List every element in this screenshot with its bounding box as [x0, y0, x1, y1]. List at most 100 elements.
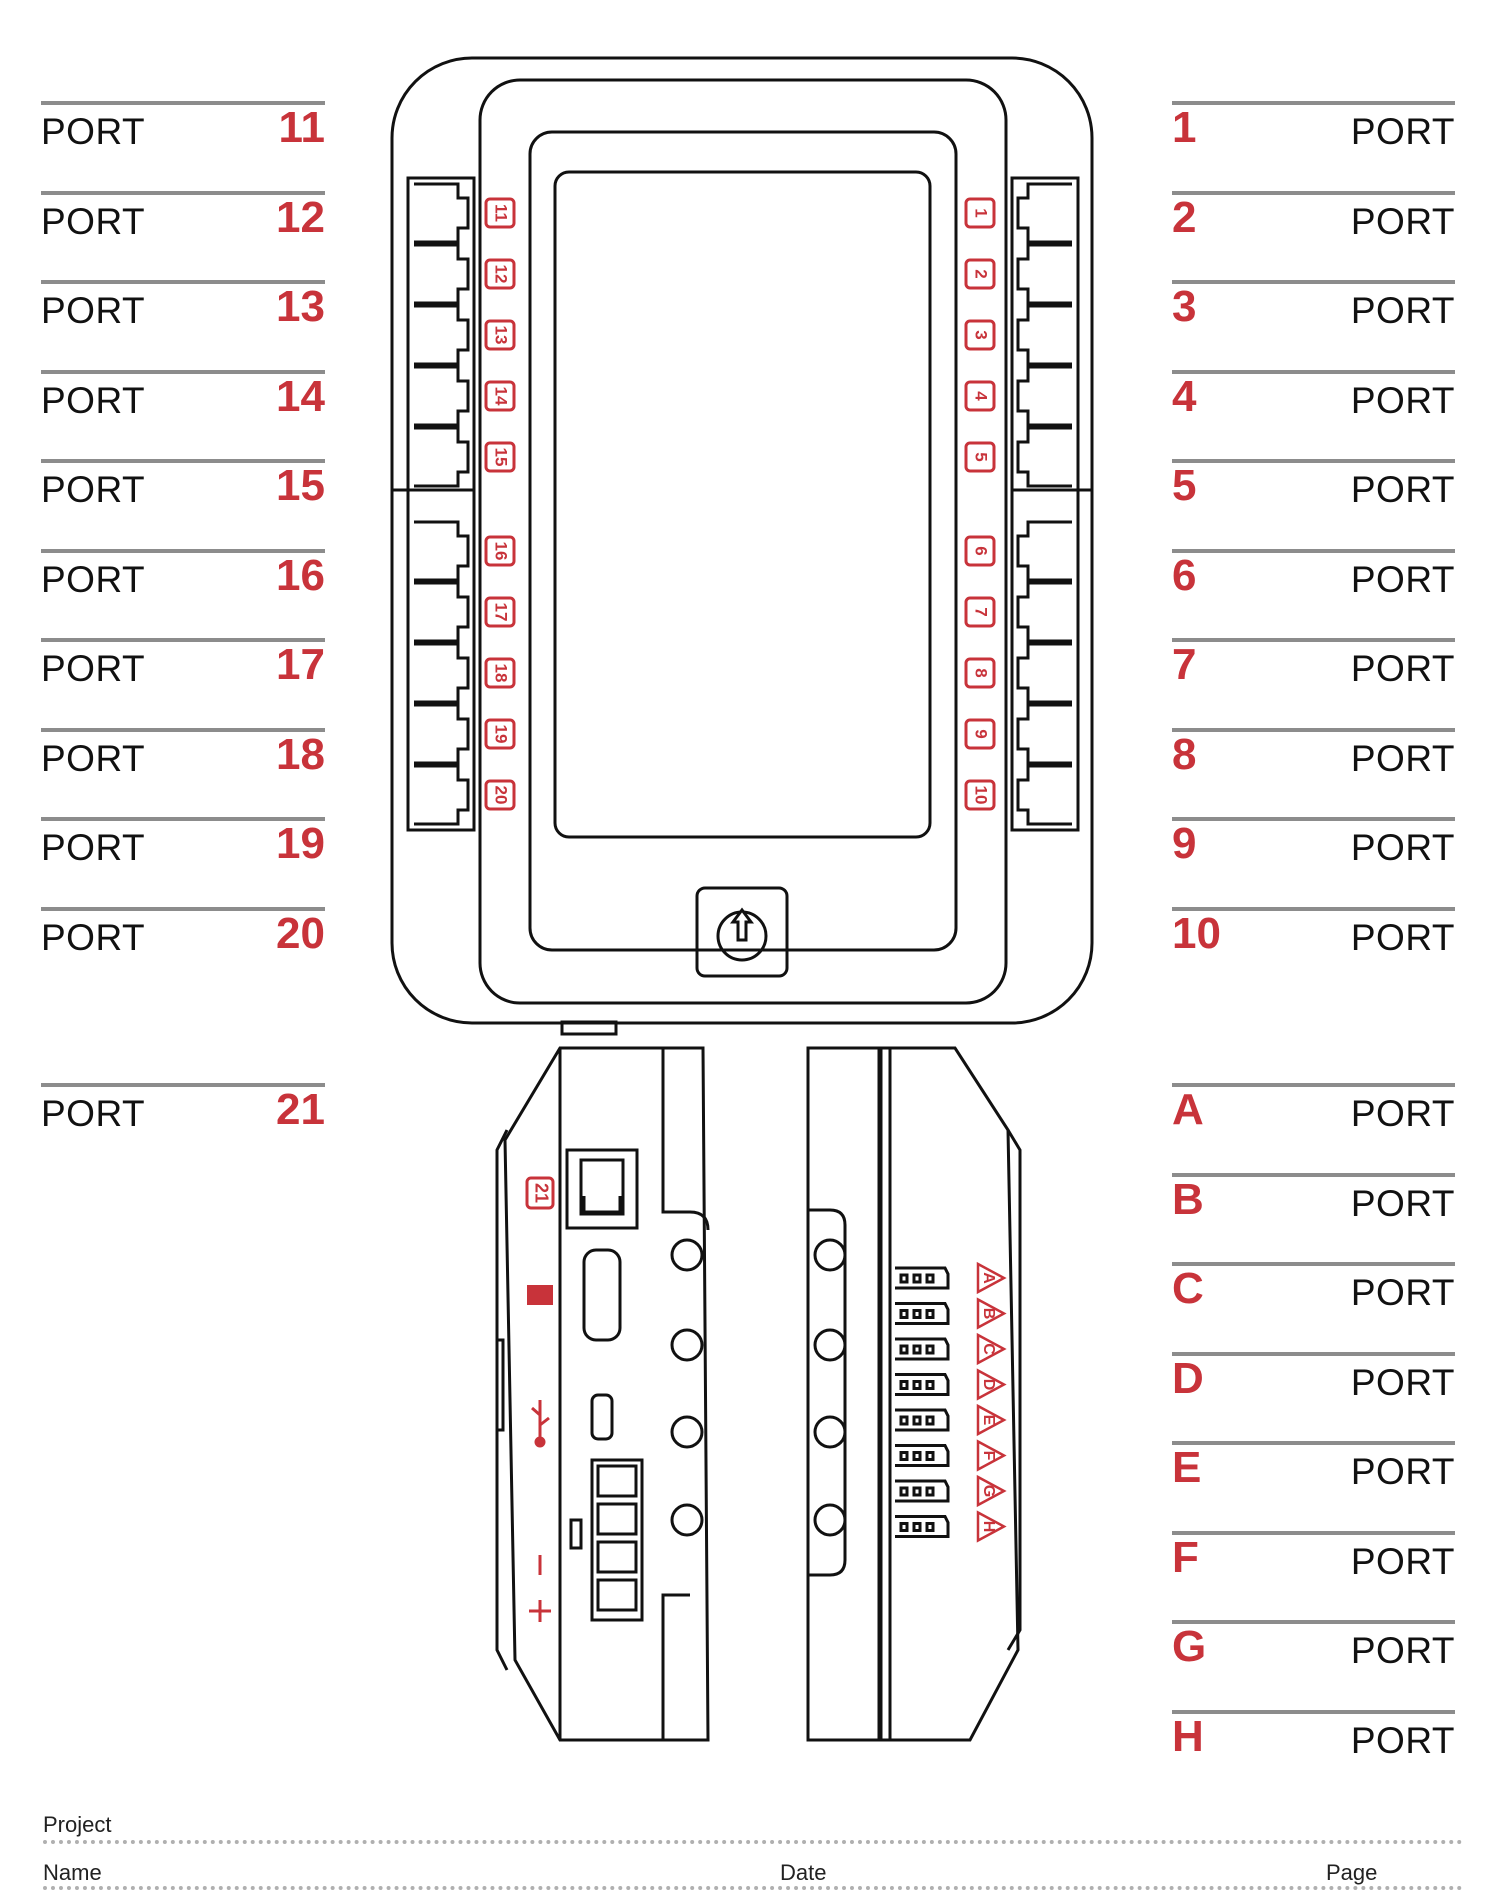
port-badge-label: 17	[492, 603, 511, 622]
port-row-C[interactable]: PORT C	[1172, 1262, 1455, 1322]
port-label: PORT	[1350, 1272, 1455, 1313]
port-badge	[484, 258, 516, 290]
three-wire-pin	[912, 1309, 922, 1319]
port-underline	[1172, 1083, 1455, 1087]
three-wire-badge-label: C	[980, 1343, 997, 1355]
port-row-17[interactable]: PORT 17	[41, 638, 325, 698]
power-button	[695, 886, 789, 978]
three-wire-badge	[976, 1368, 1007, 1401]
port-underline	[1172, 638, 1455, 642]
name-date-page-field[interactable]	[43, 1886, 1463, 1890]
port-number: 4	[1172, 371, 1197, 421]
project-field[interactable]	[43, 1840, 1463, 1844]
port-label: PORT	[1350, 648, 1455, 689]
three-wire-pin	[912, 1522, 922, 1532]
port-number: 2	[1172, 192, 1197, 242]
three-wire-pin	[899, 1273, 909, 1284]
port-number: 18	[276, 729, 325, 779]
port-underline	[1172, 1262, 1455, 1266]
port-number: 17	[276, 640, 325, 689]
three-wire-badge	[976, 1297, 1007, 1330]
brain-front-view	[390, 56, 1094, 1025]
port-badge-label: 11	[492, 204, 511, 222]
port-label: PORT	[41, 200, 146, 242]
port-label: PORT	[1350, 737, 1455, 779]
port-number: 13	[276, 282, 325, 331]
port-jack	[1016, 703, 1072, 765]
port-badge	[484, 535, 516, 567]
port-badge-label: 13	[492, 326, 511, 345]
three-wire-badge-label: A	[980, 1272, 997, 1284]
port-badge	[964, 441, 996, 473]
three-wire-badge-label: E	[980, 1415, 997, 1426]
three-wire-port	[895, 1266, 950, 1290]
port-underline	[41, 459, 325, 463]
port-badge-label: 5	[972, 452, 991, 461]
port-number: 15	[276, 461, 325, 510]
three-wire-pin	[899, 1344, 909, 1355]
port-label: PORT	[41, 648, 146, 689]
port-label: PORT	[1350, 827, 1455, 868]
port-underline	[41, 727, 325, 732]
port-label: PORT	[1350, 1451, 1455, 1492]
port-underline	[41, 280, 325, 284]
three-wire-pin	[912, 1486, 922, 1497]
port-underline	[41, 638, 325, 642]
three-wire-pin	[912, 1451, 922, 1461]
port-underline	[41, 1083, 325, 1087]
port-row-4[interactable]: PORT 4	[1172, 369, 1455, 430]
port-label: PORT	[1350, 379, 1455, 421]
port-underline	[1172, 280, 1455, 284]
port-row-6[interactable]: PORT 6	[1172, 548, 1455, 609]
port-label: PORT	[41, 111, 146, 152]
port-number: C	[1172, 1264, 1204, 1313]
port-row-2[interactable]: PORT 2	[1172, 190, 1455, 251]
port-badge-label: 1	[972, 208, 991, 217]
port-jack	[1016, 243, 1072, 305]
three-wire-port	[895, 1444, 950, 1467]
three-wire-badge-label: D	[980, 1379, 997, 1391]
port-number: 14	[276, 371, 325, 421]
port-label: PORT	[1350, 200, 1455, 242]
three-wire-port	[895, 1515, 950, 1538]
port-label: PORT	[41, 1093, 146, 1134]
three-wire-pin	[912, 1273, 922, 1284]
port-jack	[414, 365, 470, 427]
port-label: PORT	[1350, 558, 1455, 600]
port-underline	[41, 101, 325, 105]
port-badge	[964, 319, 996, 351]
port-badge	[484, 197, 516, 229]
three-wire-pin	[925, 1522, 935, 1532]
right-port-jacks	[1016, 182, 1072, 826]
port-number: F	[1172, 1532, 1199, 1582]
port-badge	[964, 197, 996, 229]
port-label: PORT	[1350, 1182, 1455, 1224]
port-number: 6	[1172, 550, 1197, 600]
port-badge	[484, 596, 516, 628]
